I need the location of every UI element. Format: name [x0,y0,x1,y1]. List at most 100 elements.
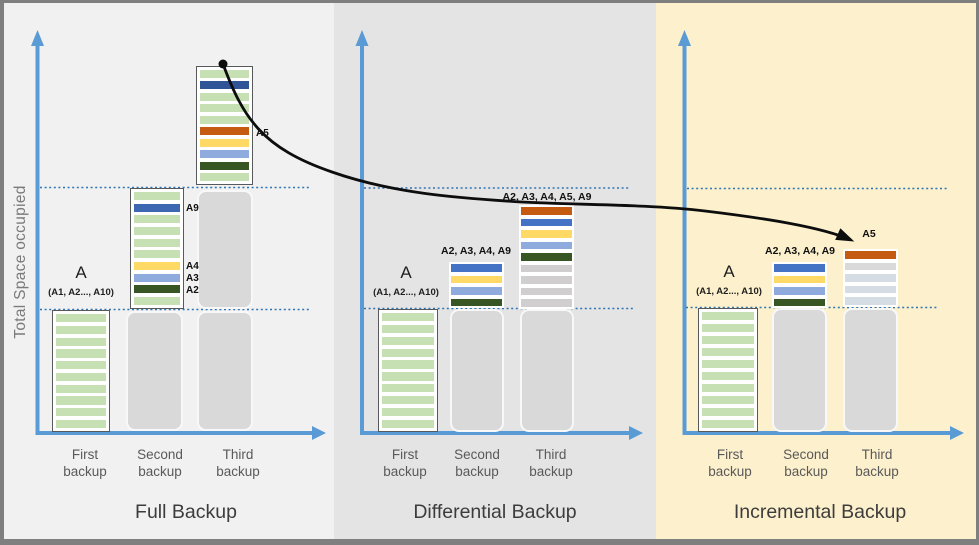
stripe-green [702,335,754,345]
stripe-green [200,92,249,101]
full-second-backup-bar [130,188,184,309]
diff-first-backup-bar [378,309,438,432]
stripe-darkgreen [200,161,249,170]
diff-second-placeholder [450,309,504,432]
diff-col-label-first: First backup [383,447,427,479]
full-tag-a2: A2 [186,285,199,296]
diff-stack3-label: A2, A3, A4, A5, A9 [502,191,592,203]
stripe-gray [519,262,574,274]
stripe-yellow [449,273,504,285]
stripe-green [382,395,434,405]
stripe-green [382,384,434,393]
stripe-blue [772,262,827,274]
diff-third-delta-stack [519,205,574,309]
incr-col-label-first: First backup [708,447,752,479]
incr-col-label-third: Third backup [855,447,899,479]
stripe-green [702,419,754,429]
y-axis-label: Total Space occupied [12,185,29,339]
stripe-green [56,325,106,334]
stripe-blueMid [134,203,180,212]
stripe-green [134,238,180,247]
stripe-green [702,359,754,369]
diff-stack2-label: A2, A3, A4, A9 [440,245,512,257]
stripe-green [702,395,754,405]
stripe-green [382,324,434,334]
stripe-green [56,408,106,417]
stripe-darkgreen [772,296,827,308]
diff-third-placeholder [520,309,574,432]
stripe-green [702,323,754,333]
stripe-orange [843,249,898,261]
stripe-green [134,250,180,259]
full-col-label-second: Second backup [137,447,183,479]
stripe-bluegray [843,295,898,307]
stripe-darkgreen [519,251,574,263]
full-col-label-first: First backup [63,447,107,479]
incr-third-delta-stack [843,249,898,307]
full-third-placeholder-bottom [197,311,253,431]
full-tag-a3: A3 [186,273,199,284]
incr-second-delta-stack [772,262,827,308]
stripe-lightblue [449,285,504,297]
diff-second-delta-stack [449,262,504,308]
full-backup-title: Full Backup [135,501,237,523]
stripe-green [56,349,106,358]
incremental-backup-title: Incremental Backup [733,501,907,523]
stripe-green [56,361,106,370]
full-tag-a4: A4 [186,261,199,272]
stripe-green [702,407,754,417]
incr-first-backup-bar [698,308,758,432]
stripe-green [56,372,106,381]
stripe-green [382,348,434,357]
full-tag-a5: A5 [256,128,269,139]
diff-a-label: A [400,263,412,282]
incr-a-sublabel: (A1, A2..., A10) [696,286,762,297]
stripe-yellow [200,138,249,147]
stripe-gray [519,297,574,309]
differential-backup-title: Differential Backup [413,501,577,523]
stripe-green [56,384,106,393]
stripe-lightblue [772,285,827,297]
stripe-green [56,314,106,323]
stripe-yellow [519,228,574,240]
stripe-gray [519,285,574,297]
full-second-placeholder [126,311,183,431]
stripe-green [56,337,106,346]
stripe-green [702,371,754,381]
stripe-green [382,336,434,346]
stripe-gray [519,274,574,286]
stripe-green [702,312,754,321]
stripe-lightblue [134,273,180,282]
diff-col-label-third: Third backup [529,447,573,479]
stripe-navy [200,81,249,90]
incr-a-label: A [723,262,735,281]
stripe-green [134,215,180,224]
stripe-blue [519,216,574,228]
full-col-label-third: Third backup [216,447,260,479]
stripe-blue [449,262,504,274]
stripe-bluegray [843,272,898,284]
stripe-darkgreen [134,285,180,294]
stripe-yellow [134,261,180,271]
stripe-green [702,347,754,357]
incr-col-label-second: Second backup [783,447,829,479]
full-tag-a9: A9 [186,203,199,214]
incr-stack2-label: A2, A3, A4, A9 [764,245,836,257]
stripe-green [382,372,434,381]
stripe-green [200,104,249,113]
stripe-green [200,115,249,124]
stripe-green [134,296,180,306]
stripe-orange [200,127,249,136]
stripe-lightblue [200,150,249,159]
stripe-green [200,70,249,78]
stripe-yellow [772,273,827,285]
stripe-orange [519,205,574,217]
stripe-bluegray [843,283,898,295]
stripe-green [134,192,180,201]
stripe-green [56,419,106,428]
full-a-sublabel: (A1, A2..., A10) [48,287,114,298]
incr-third-placeholder [843,308,898,432]
stripe-green [56,396,106,405]
stripe-green [382,313,434,322]
